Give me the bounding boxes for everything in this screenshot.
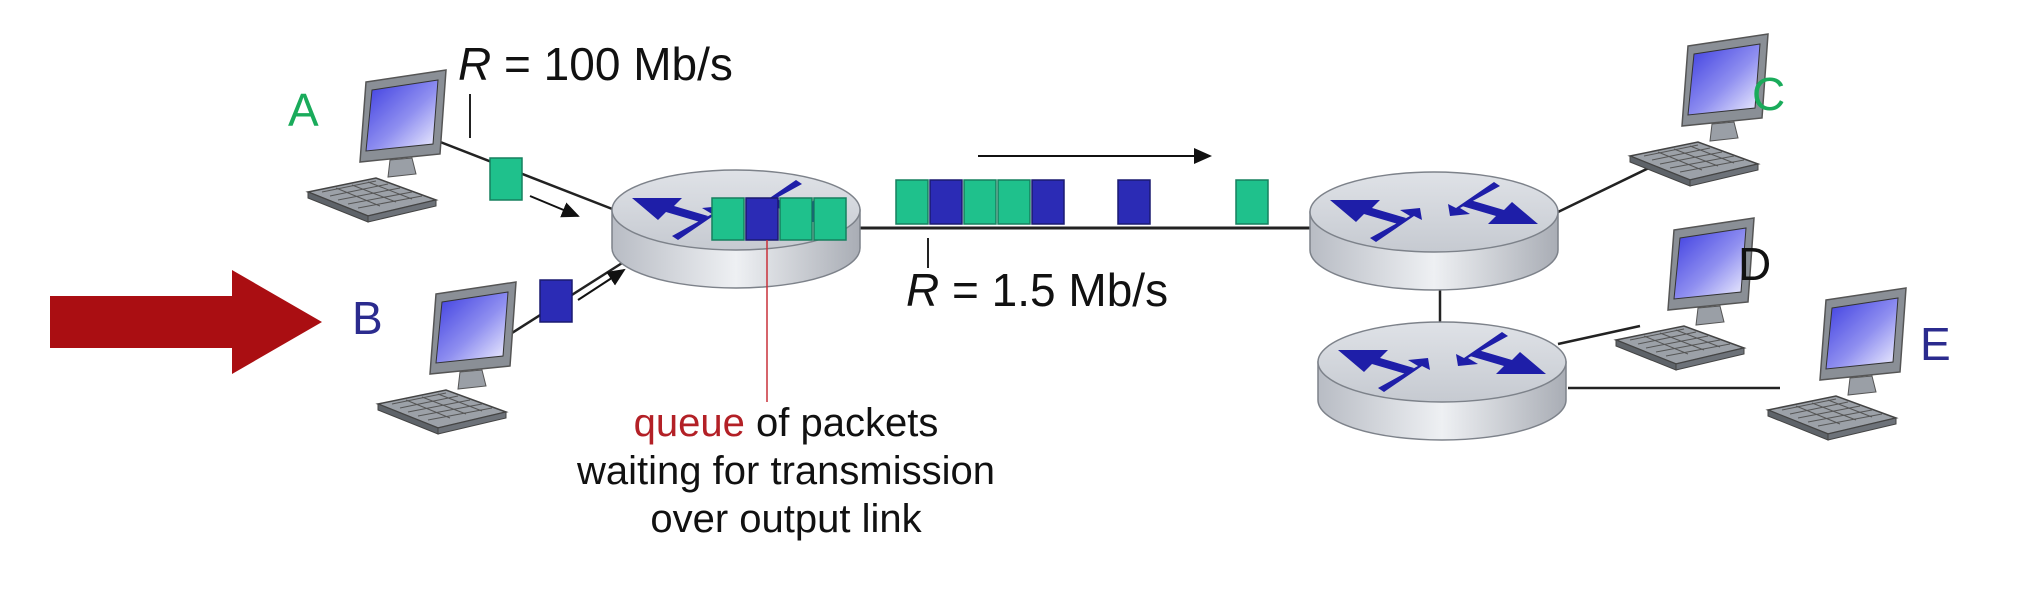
queued-packet xyxy=(711,197,745,241)
queue-packets xyxy=(711,197,847,241)
link-router-d xyxy=(1557,324,1641,346)
host-d-label: D xyxy=(1738,238,1771,290)
direction-arrow-a xyxy=(529,195,580,218)
host-a-computer[interactable] xyxy=(307,69,447,223)
link-packet xyxy=(929,179,963,225)
link-packet xyxy=(997,179,1031,225)
highlight-arrow xyxy=(50,270,322,374)
link-packet xyxy=(1117,179,1151,225)
output-rate-var: R xyxy=(906,264,939,316)
queue-caption-line3: over output link xyxy=(650,497,922,541)
host-b-label: B xyxy=(352,292,383,344)
host-e-label: E xyxy=(1920,318,1951,370)
link-packet xyxy=(963,179,997,225)
host-c-label: C xyxy=(1752,68,1785,120)
host-d-computer[interactable] xyxy=(1615,217,1755,371)
packet-from-b xyxy=(539,279,573,323)
host-c-computer[interactable] xyxy=(1629,33,1769,187)
queue-caption-rest: of packets xyxy=(745,401,938,445)
output-rate-value: = 1.5 Mb/s xyxy=(939,264,1168,316)
queue-caption-line1: queue of packets xyxy=(634,401,939,445)
queue-caption-line2: waiting for transmission xyxy=(576,449,995,493)
input-rate-value: = 100 Mb/s xyxy=(491,38,733,90)
host-a-label: A xyxy=(288,84,319,136)
link-packet xyxy=(1031,179,1065,225)
router-right-top[interactable] xyxy=(1309,171,1559,291)
queued-packet xyxy=(779,197,813,241)
link-packet xyxy=(895,179,929,225)
link-a-router xyxy=(429,136,621,214)
queue-caption-highlight: queue xyxy=(634,401,745,445)
router-right-bottom[interactable] xyxy=(1317,321,1567,441)
host-e-computer[interactable] xyxy=(1767,287,1907,441)
queued-packet xyxy=(813,197,847,241)
output-link-packets xyxy=(895,179,1269,225)
input-rate-var: R xyxy=(458,38,491,90)
input-rate-label: R = 100 Mb/s xyxy=(458,38,733,90)
packet-from-a xyxy=(489,157,523,201)
host-b-computer[interactable] xyxy=(377,281,517,435)
link-packet xyxy=(1235,179,1269,225)
direction-arrow-b xyxy=(577,268,626,301)
queued-packet xyxy=(745,197,779,241)
output-rate-label: R = 1.5 Mb/s xyxy=(906,264,1168,316)
